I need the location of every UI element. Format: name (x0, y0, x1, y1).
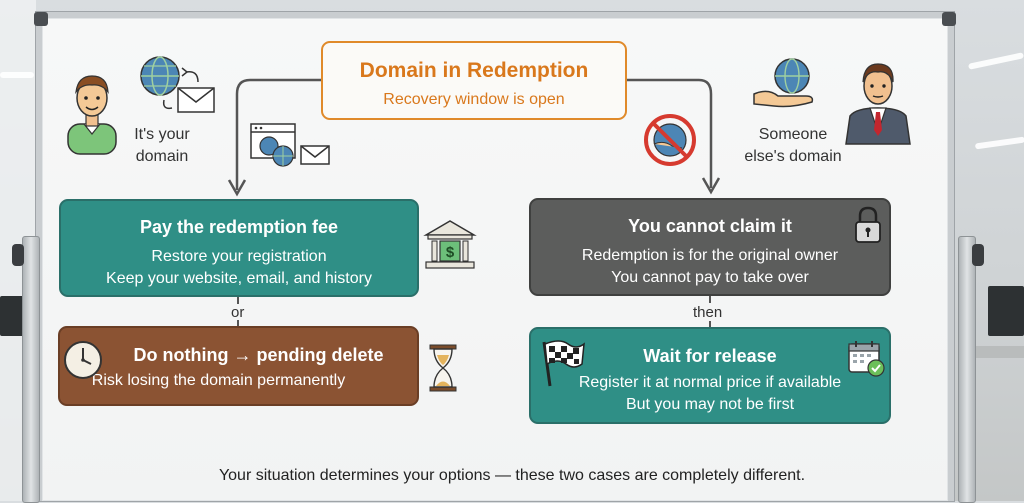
board-corner (34, 12, 48, 26)
cannot-claim-box: You cannot claim it Redemption is for th… (529, 198, 891, 296)
wait-release-line1: Register it at normal price if available (578, 374, 842, 391)
pay-fee-box: Pay the redemption fee Restore your regi… (59, 199, 419, 297)
cannot-claim-heading: You cannot claim it (628, 216, 792, 236)
svg-text:$: $ (446, 244, 455, 261)
other-owner-label-line1: Someone (758, 126, 828, 143)
pay-fee-heading: Pay the redemption fee (139, 217, 339, 237)
hand-globe-icon (753, 58, 814, 108)
ceiling-light (0, 72, 34, 78)
owner-label: It's your domain (122, 124, 202, 168)
board-corner (942, 12, 956, 26)
stand-knob (12, 244, 24, 266)
cannot-claim-line1: Redemption is for the original owner (581, 247, 839, 264)
owner-label-line2: domain (135, 148, 189, 165)
other-owner-label-line2: else's domain (744, 148, 842, 165)
stand-knob (972, 244, 984, 266)
checkered-flag-icon (542, 340, 585, 387)
globe-mail-icon (140, 56, 215, 113)
wait-release-box: Wait for release Register it at normal p… (529, 327, 891, 424)
clock-icon (64, 341, 102, 379)
wait-release-line2: But you may not be first (625, 396, 795, 413)
do-nothing-line1: Risk losing the domain permanently (91, 372, 346, 389)
hourglass-icon (429, 344, 457, 392)
padlock-icon (855, 206, 881, 243)
do-nothing-box: Do nothing → pending delete Risk losing … (58, 326, 419, 406)
office-monitor (988, 286, 1024, 336)
no-globe-icon (644, 114, 696, 166)
or-connector: or (231, 304, 245, 321)
other-person-icon (845, 63, 911, 145)
bank-dollar-icon: $ (423, 220, 477, 269)
owner-person-icon (67, 75, 117, 155)
then-connector: then (693, 304, 723, 321)
do-nothing-heading: Do nothing → pending delete (133, 345, 384, 365)
diagram-title: Domain in Redemption (359, 59, 589, 82)
cannot-claim-line2: You cannot pay to take over (611, 269, 809, 286)
pay-fee-line2: Keep your website, email, and history (106, 270, 372, 287)
office-monitor (0, 296, 24, 336)
diagram-subtitle: Recovery window is open (383, 91, 565, 108)
other-owner-label: Someone else's domain (738, 124, 848, 168)
browser-globe-icon (250, 123, 330, 167)
owner-label-line1: It's your (134, 126, 190, 143)
calendar-check-icon (848, 341, 885, 377)
footer-note: Your situation determines your options —… (218, 467, 806, 484)
pay-fee-line1: Restore your registration (151, 248, 327, 265)
wait-release-heading: Wait for release (643, 346, 777, 366)
title-box: Domain in Redemption Recovery window is … (321, 41, 627, 120)
office-desk (970, 346, 1024, 358)
